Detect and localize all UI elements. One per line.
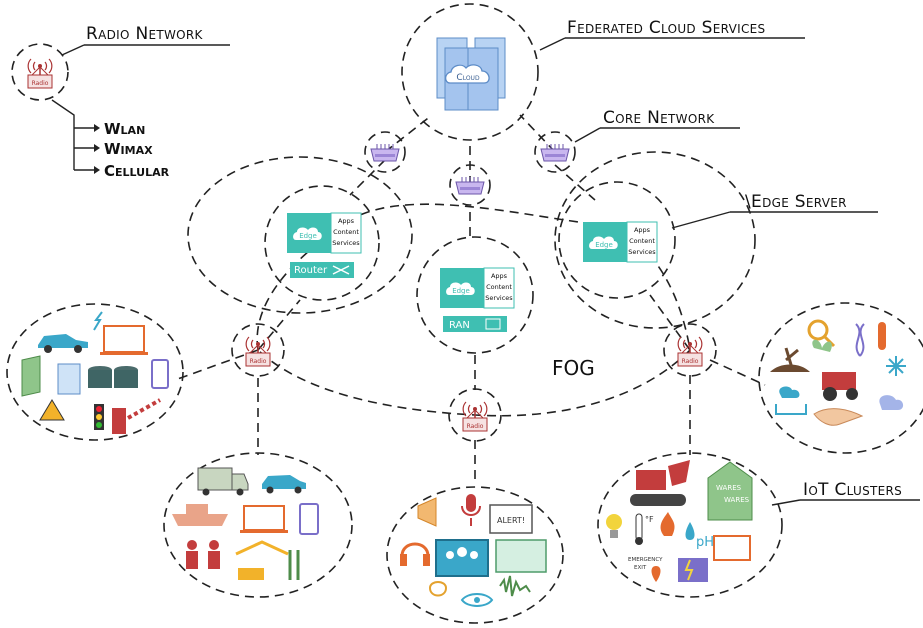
iot-cluster-industrial: WARES WARES °F pH EMERGENCY EXIT — [597, 452, 783, 598]
svg-text:Edge: Edge — [595, 241, 613, 249]
wares-label-1: WARES — [716, 484, 742, 492]
radio-type-cellular: Cellular — [104, 162, 170, 180]
federated-cloud-label: Federated Cloud Services — [567, 18, 765, 38]
svg-text:Radio: Radio — [32, 80, 49, 87]
iot-cluster-agriculture — [758, 302, 923, 454]
svg-text:Radio: Radio — [682, 358, 699, 365]
wares-label-2: WARES — [724, 496, 750, 504]
radio-type-wlan: Wlan — [104, 120, 145, 138]
emergency-label: EMERGENCY — [628, 557, 663, 563]
iot-cluster-devices — [6, 303, 184, 441]
svg-text:Content: Content — [629, 237, 655, 245]
cloud-label: Cloud — [456, 73, 480, 83]
iot-cluster-logistics — [163, 452, 353, 598]
ran-label: RAN — [449, 320, 470, 331]
switch-right — [534, 131, 576, 173]
alert-text: ALERT! — [497, 516, 525, 525]
edge-server-right: Edge Apps Content Services — [558, 181, 676, 299]
cloud-icon — [444, 64, 490, 84]
router-label: Router — [294, 265, 328, 276]
iot-cluster-media: ALERT! — [386, 486, 564, 624]
svg-text:Apps: Apps — [491, 272, 508, 280]
svg-text:Content: Content — [333, 228, 359, 236]
federated-cloud-node: Cloud — [401, 3, 539, 141]
radio-node-left: Radio — [231, 323, 285, 377]
switch-center — [449, 164, 491, 206]
switch-left — [364, 131, 406, 173]
radio-network-legend: Radio Radio Network Wlan Wimax Cellular — [11, 24, 230, 180]
radio-network-label: Radio Network — [86, 24, 204, 44]
fog-label: FOG — [552, 356, 595, 380]
svg-text:Services: Services — [332, 239, 360, 247]
radio-type-wimax: Wimax — [104, 140, 153, 158]
edge-server-label: \Edge Server — [745, 192, 847, 212]
svg-text:Radio: Radio — [467, 423, 484, 430]
core-ring-right — [554, 151, 756, 329]
ph-label: pH — [696, 535, 714, 550]
radio-node-center: Radio — [448, 388, 502, 442]
svg-text:Services: Services — [628, 248, 656, 256]
exit-label: EXIT — [634, 565, 647, 571]
connection-lines — [174, 114, 766, 485]
core-ring-left — [187, 156, 413, 314]
svg-text:Content: Content — [486, 283, 512, 291]
svg-text:Apps: Apps — [634, 226, 651, 234]
edge-server-center: Edge Apps Content Services RAN — [416, 236, 534, 354]
core-network-label: Core Network — [603, 108, 715, 128]
svg-text:Edge: Edge — [299, 232, 317, 240]
svg-text:Apps: Apps — [338, 217, 355, 225]
edge-server-left: Edge Apps Content Services Router — [264, 185, 380, 301]
svg-text:Services: Services — [485, 294, 513, 302]
radio-node-right: Radio — [663, 323, 717, 377]
iot-clusters-label: IoT Clusters — [803, 480, 902, 500]
svg-text:Radio: Radio — [250, 358, 267, 365]
temp-unit: °F — [645, 515, 654, 524]
svg-text:Edge: Edge — [452, 287, 470, 295]
